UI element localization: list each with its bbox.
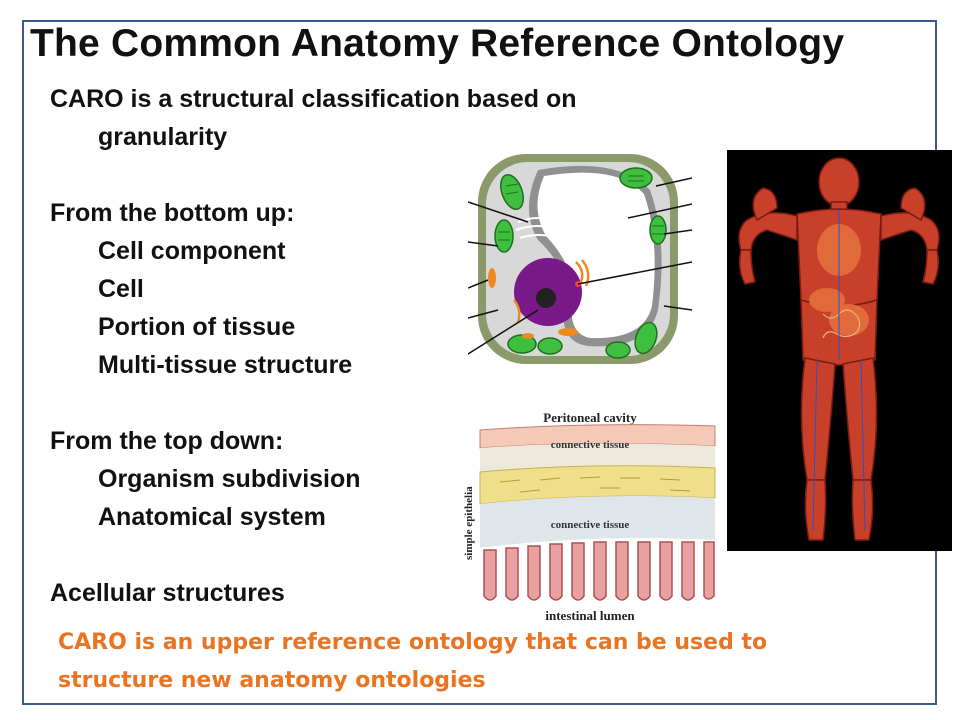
body-line: Cell component	[98, 237, 286, 265]
slide-footer: CARO is an upper reference ontology that…	[58, 624, 767, 700]
endoplasmic-reticulum	[515, 217, 561, 239]
intestinal-villi	[483, 541, 715, 601]
chloroplasts	[494, 167, 667, 359]
body-line: From the bottom up:	[50, 199, 295, 227]
blood-vessels	[812, 210, 866, 531]
body-line: Acellular structures	[50, 579, 285, 607]
human-anatomy-figure	[727, 150, 952, 551]
mitochondria	[488, 268, 578, 339]
connective-tissue-label-bottom: connective tissue	[551, 519, 630, 531]
peritoneal-cavity-label: Peritoneal cavity	[543, 410, 637, 425]
slide-title: The Common Anatomy Reference Ontology	[30, 22, 845, 65]
body-line: CARO is a structural classification base…	[50, 85, 577, 113]
chloroplast-grana	[498, 175, 664, 241]
intestine-coils	[822, 309, 861, 339]
body-line: Organism subdivision	[98, 465, 361, 493]
body-line: Multi-tissue structure	[98, 351, 353, 379]
golgi-apparatus	[512, 259, 590, 323]
outer-connective-layer	[480, 443, 715, 472]
nucleolus	[536, 288, 556, 308]
connective-tissue-label-top: connective tissue	[551, 439, 630, 451]
slide-body: CARO is a structural classification base…	[50, 80, 577, 612]
vacuole	[537, 172, 655, 339]
plant-cell-illustration	[468, 154, 692, 364]
body-line: From the top down:	[50, 427, 284, 455]
muscle-nuclei	[499, 476, 691, 493]
submucosa-layer	[480, 496, 715, 548]
footer-line: structure new anatomy ontologies	[58, 668, 486, 693]
label-pointer-lines	[468, 177, 692, 355]
body-line: Anatomical system	[98, 503, 326, 531]
intestinal-lumen-label: intestinal lumen	[545, 608, 635, 623]
body-line: Portion of tissue	[98, 313, 296, 341]
footer-line: CARO is an upper reference ontology that…	[58, 630, 768, 655]
intestinal-tissue-illustration: Peritoneal cavity connective tissue conn…	[460, 400, 725, 625]
simple-epithelia-label: simple epithelia	[463, 486, 475, 560]
body-line: granularity	[98, 123, 228, 151]
body-line: Cell	[98, 275, 144, 303]
